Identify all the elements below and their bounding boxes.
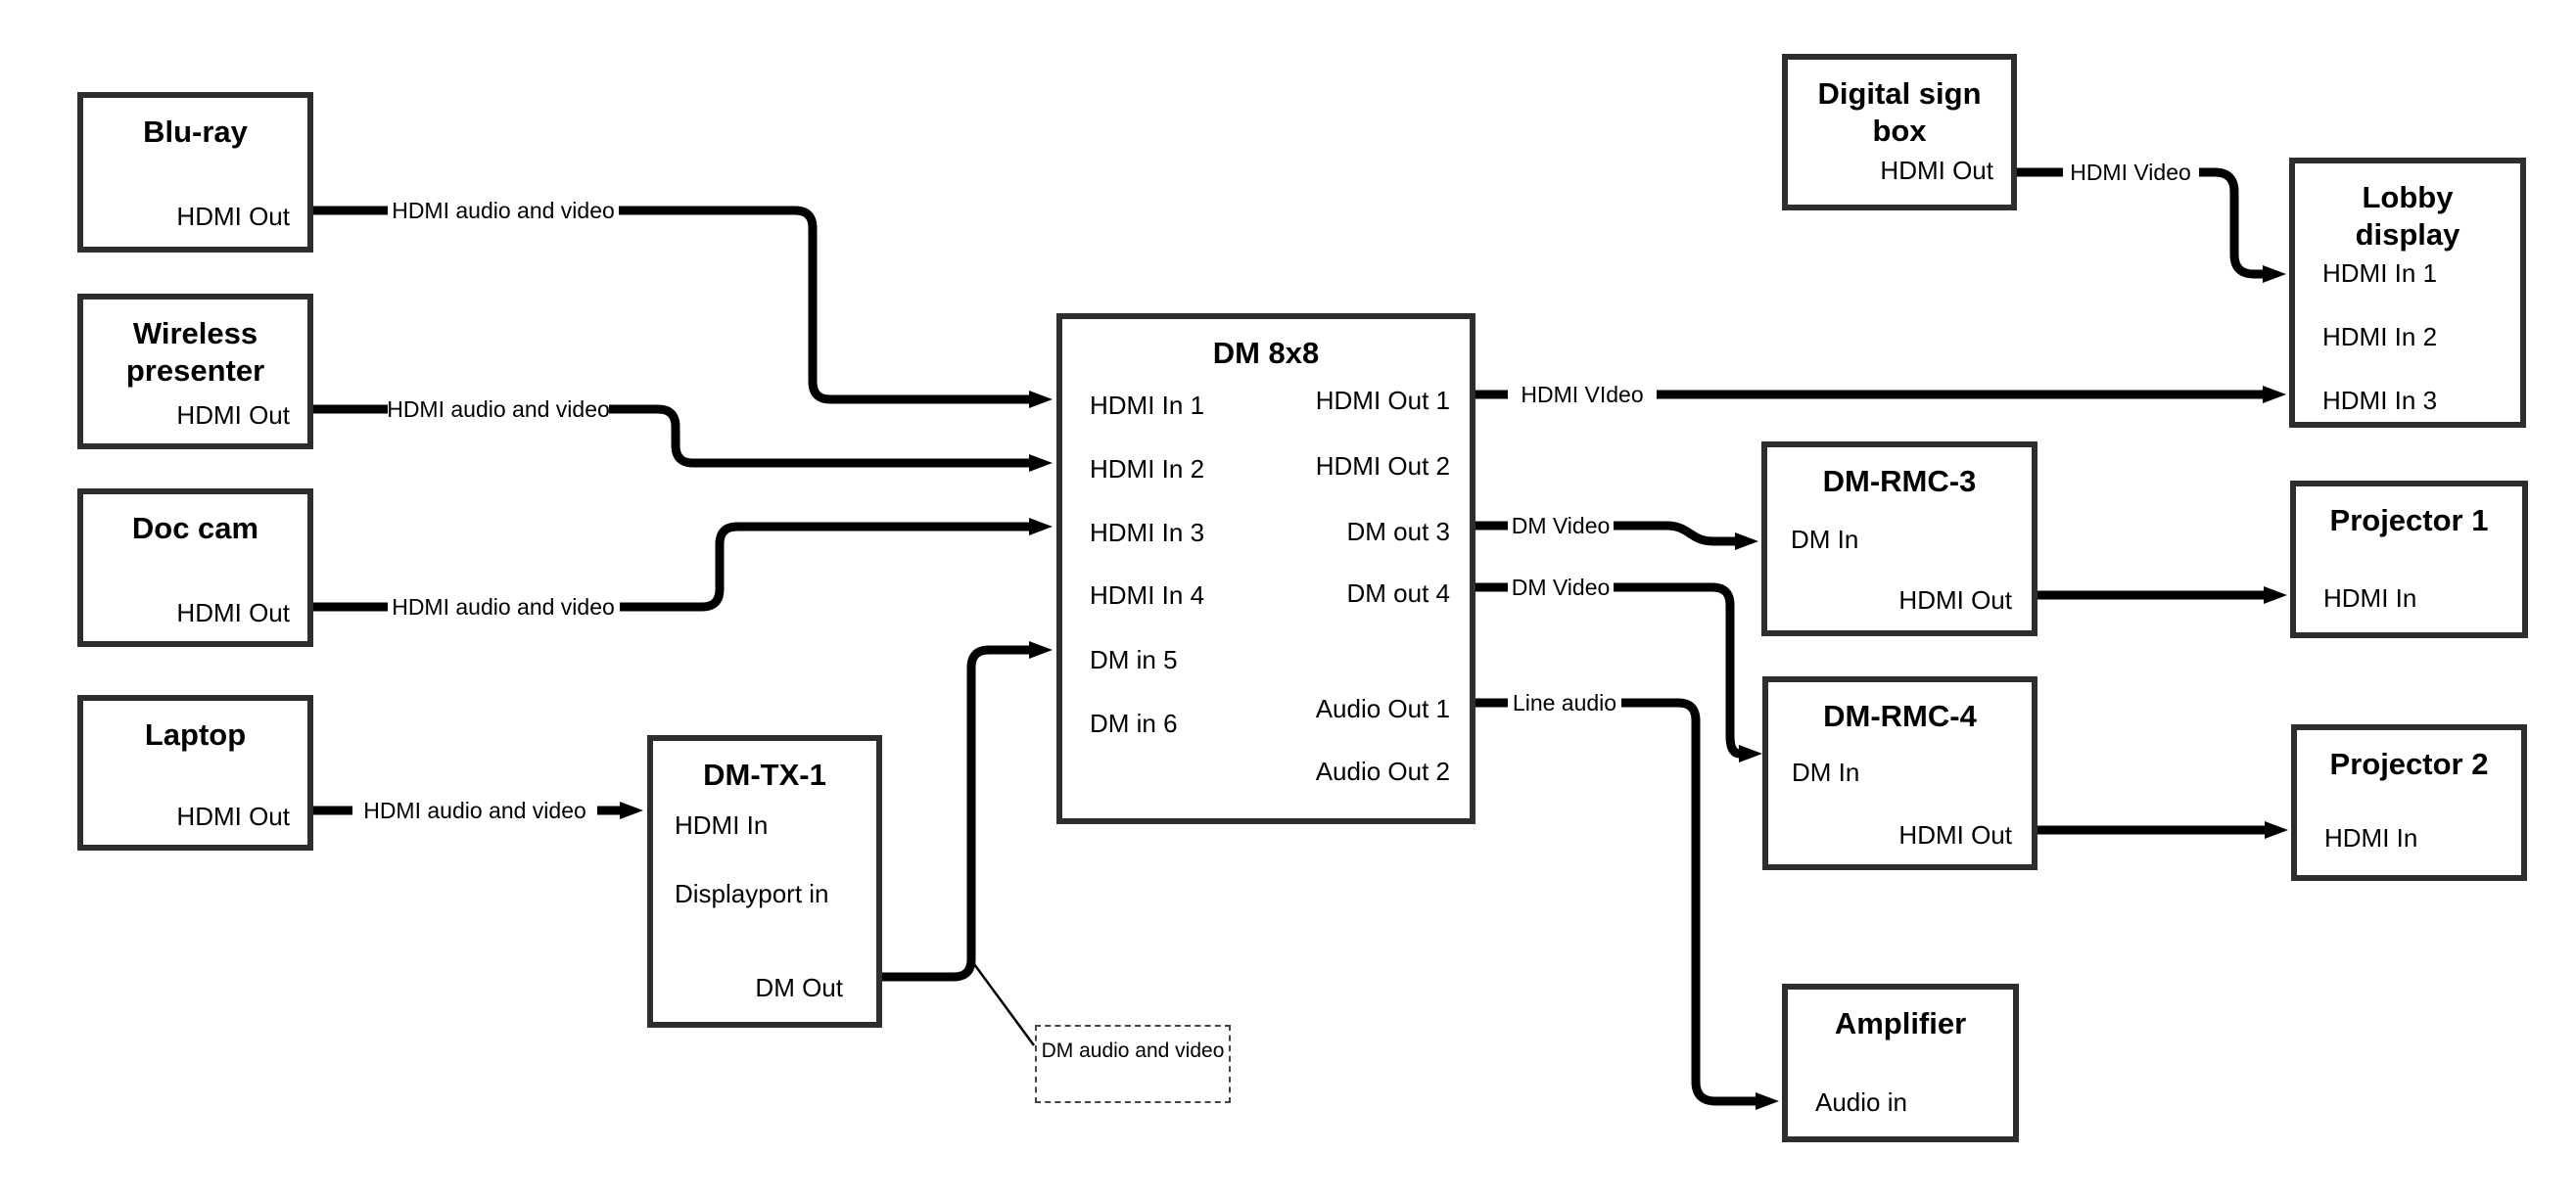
edge-label-line-audio: Line audio (1513, 690, 1616, 716)
port-proj2-hdmi-in: HDMI In (2324, 823, 2418, 853)
port-dm8x8-dm-in-6: DM in 6 (1090, 709, 1178, 738)
node-title: Projector 2 (2329, 747, 2489, 781)
node-title: Wireless presenter (125, 316, 265, 388)
port-dm8x8-hdmi-out-2: HDMI Out 2 (1315, 451, 1450, 481)
node-title: Projector 1 (2329, 503, 2489, 537)
annotation-leader-line (972, 963, 1036, 1046)
node-title: Amplifier (1834, 1006, 1967, 1040)
port-laptop-hdmi-out: HDMI Out (176, 802, 290, 831)
edge-label-laptop: HDMI audio and video (363, 798, 586, 823)
port-dm8x8-hdmi-in-2: HDMI In 2 (1090, 454, 1205, 484)
edge-label-dm-video-4: DM Video (1512, 575, 1611, 600)
port-dm8x8-dm-out-3: DM out 3 (1346, 517, 1451, 546)
port-dm8x8-dm-out-4: DM out 4 (1346, 578, 1451, 608)
wire-bluray-to-dm8x8 (313, 206, 1053, 408)
annotation-box: DM audio and video (1035, 1025, 1231, 1103)
node-title: DM 8x8 (1212, 336, 1320, 370)
port-bluray-hdmi-out: HDMI Out (176, 202, 290, 231)
wire-out3-to-rmc3 (1475, 521, 1758, 550)
node-title: Laptop (144, 717, 247, 752)
node-title: DM-RMC-3 (1822, 464, 1977, 498)
port-dm8x8-dm-in-5: DM in 5 (1090, 645, 1178, 674)
node-amplifier: Amplifier Audio in (1782, 984, 2019, 1142)
port-doccam-hdmi-out: HDMI Out (176, 598, 290, 627)
wire-wireless-to-dm8x8 (313, 404, 1053, 472)
node-doc-cam: Doc cam HDMI Out (77, 488, 313, 647)
wire-doccam-to-dm8x8 (313, 518, 1053, 612)
port-rmc3-dm-in: DM In (1791, 525, 1859, 554)
wire-sign-to-lobby (2017, 167, 2286, 283)
node-dm-tx-1: DM-TX-1 HDMI In Displayport in DM Out (647, 735, 882, 1028)
node-bluray: Blu-ray HDMI Out (77, 92, 313, 253)
node-dm-rmc-3: DM-RMC-3 DM In HDMI Out (1761, 441, 2037, 636)
port-rmc3-hdmi-out: HDMI Out (1898, 585, 2012, 615)
port-lobby-hdmi-in-3: HDMI In 3 (2322, 386, 2438, 415)
node-dm-rmc-4: DM-RMC-4 DM In HDMI Out (1762, 676, 2037, 870)
node-digital-sign-box: Digital sign box HDMI Out (1782, 54, 2017, 210)
port-sign-hdmi-out: HDMI Out (1880, 156, 1993, 185)
node-title: Lobby display (2355, 180, 2460, 252)
node-wireless-presenter: Wireless presenter HDMI Out (77, 294, 313, 449)
port-proj1-hdmi-in: HDMI In (2323, 583, 2417, 613)
node-title: DM-TX-1 (703, 758, 826, 792)
port-amp-audio-in: Audio in (1815, 1087, 1907, 1117)
edge-label-bluray: HDMI audio and video (392, 198, 615, 223)
port-dm8x8-hdmi-out-1: HDMI Out 1 (1315, 386, 1450, 415)
edge-label-hdmi-video-sign: HDMI Video (2070, 160, 2191, 185)
port-wireless-hdmi-out: HDMI Out (176, 400, 290, 430)
port-lobby-hdmi-in-2: HDMI In 2 (2322, 322, 2438, 351)
node-title: Digital sign box (1817, 76, 1982, 148)
wire-dmtx1-to-dm8x8 (882, 641, 1053, 982)
wire-out4-to-rmc4 (1475, 582, 1762, 762)
edge-label-wireless: HDMI audio and video (387, 396, 610, 422)
node-lobby-display: Lobby display HDMI In 1 HDMI In 2 HDMI I… (2289, 158, 2526, 428)
port-dm8x8-hdmi-in-1: HDMI In 1 (1090, 391, 1205, 420)
edge-label-hdmi-video-out1: HDMI VIdeo (1521, 382, 1643, 407)
port-rmc4-dm-in: DM In (1792, 758, 1860, 787)
edge-label-doccam: HDMI audio and video (392, 594, 615, 620)
node-projector-1: Projector 1 HDMI In (2290, 481, 2528, 638)
wire-audio1-to-amp (1475, 698, 1779, 1110)
port-dmtx1-hdmi-in: HDMI In (675, 810, 769, 840)
port-dmtx1-dm-out: DM Out (755, 973, 843, 1002)
port-rmc4-hdmi-out: HDMI Out (1898, 820, 2012, 850)
port-dmtx1-displayport-in: Displayport in (675, 879, 829, 908)
port-dm8x8-hdmi-in-4: HDMI In 4 (1090, 580, 1205, 610)
port-lobby-hdmi-in-1: HDMI In 1 (2322, 258, 2438, 288)
port-dm8x8-hdmi-in-3: HDMI In 3 (1090, 518, 1205, 547)
node-laptop: Laptop HDMI Out (77, 695, 313, 851)
node-title: DM-RMC-4 (1823, 699, 1977, 733)
node-dm-8x8: DM 8x8 HDMI In 1 HDMI In 2 HDMI In 3 HDM… (1056, 313, 1475, 824)
annotation-text: DM audio and video (1041, 1039, 1225, 1062)
edge-label-dm-video-3: DM Video (1512, 513, 1611, 538)
port-dm8x8-audio-out-1: Audio Out 1 (1315, 694, 1450, 723)
node-title: Doc cam (131, 511, 259, 545)
port-dm8x8-audio-out-2: Audio Out 2 (1315, 757, 1450, 786)
node-projector-2: Projector 2 HDMI In (2291, 724, 2527, 881)
node-title: Blu-ray (143, 115, 248, 149)
